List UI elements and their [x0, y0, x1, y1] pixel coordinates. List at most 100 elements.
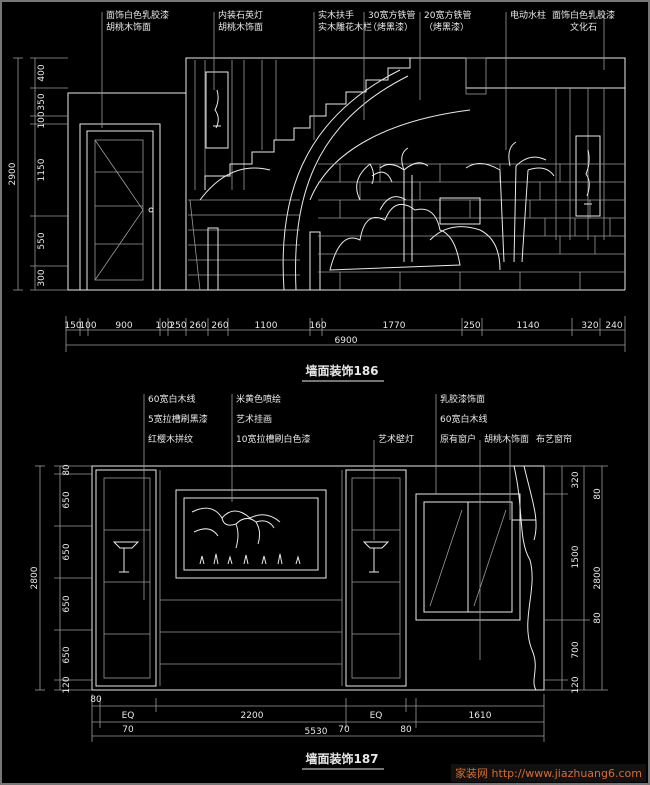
- svg-text:（烤黑漆）: （烤黑漆）: [424, 21, 469, 33]
- painting-grass: [199, 553, 301, 565]
- svg-text:100: 100: [155, 321, 172, 331]
- svg-text:1140: 1140: [517, 321, 540, 331]
- svg-text:EQ: EQ: [370, 711, 383, 721]
- svg-text:350: 350: [37, 93, 47, 110]
- left-dimensions-186: 400 350 100 1150 550 300 2900: [8, 57, 68, 291]
- svg-text:5530: 5530: [305, 727, 328, 737]
- elevation-187: 60宽白木线 5宽拉槽刷黑漆 红樱木拼纹 米黄色喷绘 艺术挂画 10宽拉槽刷白色…: [30, 393, 608, 770]
- svg-text:1770: 1770: [383, 321, 406, 331]
- svg-text:300: 300: [37, 269, 47, 286]
- svg-text:550: 550: [37, 232, 47, 249]
- svg-text:胡桃木饰面: 胡桃木饰面: [106, 21, 151, 33]
- svg-text:2800: 2800: [593, 566, 603, 589]
- title-186: 墙面装饰186: [305, 363, 378, 378]
- svg-text:EQ: EQ: [122, 711, 135, 721]
- svg-text:120: 120: [62, 676, 72, 693]
- site-watermark: 家装网 http://www.jiazhuang6.com: [451, 764, 646, 782]
- svg-text:米黄色喷绘: 米黄色喷绘: [236, 393, 281, 405]
- right-dimensions-187: 320 1500 700 120 80 80 2800: [544, 465, 608, 694]
- annotation-186-4: 20宽方铁管 （烤黑漆）: [424, 9, 471, 33]
- svg-text:面饰白色乳胶漆: 面饰白色乳胶漆: [106, 9, 169, 21]
- svg-text:实木扶手: 实木扶手: [318, 9, 354, 21]
- leader-lines-186: [101, 12, 605, 150]
- svg-text:650: 650: [62, 595, 72, 612]
- svg-text:650: 650: [62, 646, 72, 663]
- rockery-plants: [329, 141, 555, 271]
- svg-text:1100: 1100: [255, 321, 278, 331]
- svg-text:400: 400: [37, 64, 47, 81]
- svg-text:10宽拉槽刷白色漆: 10宽拉槽刷白色漆: [236, 433, 310, 445]
- annotation-186-3: 30宽方铁管 （烤黑漆）: [368, 9, 415, 33]
- door: [79, 123, 161, 291]
- svg-text:布艺窗帘: 布艺窗帘: [536, 433, 572, 445]
- svg-text:30宽方铁管: 30宽方铁管: [368, 9, 415, 21]
- bottom-dimensions-186: 150 100 900 100 250 260 260 1100 160 177…: [64, 316, 626, 352]
- svg-text:乳胶漆饰面: 乳胶漆饰面: [440, 393, 485, 405]
- svg-text:原有窗户: 原有窗户: [440, 433, 476, 445]
- svg-text:900: 900: [115, 321, 132, 331]
- svg-text:320: 320: [581, 321, 598, 331]
- svg-text:5宽拉槽刷黑漆: 5宽拉槽刷黑漆: [148, 413, 208, 425]
- svg-text:60宽白木线: 60宽白木线: [440, 413, 487, 425]
- svg-text:艺术挂画: 艺术挂画: [236, 413, 272, 425]
- svg-text:实木雕花木栏: 实木雕花木栏: [318, 21, 372, 33]
- svg-text:2800: 2800: [30, 566, 40, 589]
- elevation-186: 面饰白色乳胶漆 胡桃木饰面 内装石英灯 胡桃木饰面 实木扶手 实木雕花木栏 30…: [8, 9, 626, 382]
- svg-text:70: 70: [338, 725, 350, 735]
- svg-text:80: 80: [90, 695, 102, 705]
- svg-text:1610: 1610: [469, 711, 492, 721]
- annotation-lamp: 艺术壁灯: [378, 433, 414, 445]
- svg-text:100: 100: [37, 111, 47, 128]
- svg-text:80: 80: [593, 612, 603, 624]
- svg-text:（烤黑漆）: （烤黑漆）: [368, 21, 413, 33]
- svg-text:80: 80: [593, 488, 603, 500]
- svg-text:红樱木拼纹: 红樱木拼纹: [148, 433, 193, 445]
- svg-text:20宽方铁管: 20宽方铁管: [424, 9, 471, 21]
- wood-panel: [194, 60, 605, 240]
- annotations-187-left: 60宽白木线 5宽拉槽刷黑漆 红樱木拼纹: [148, 393, 208, 445]
- svg-text:2200: 2200: [241, 711, 264, 721]
- svg-text:6900: 6900: [335, 336, 358, 346]
- bottom-dimensions-187: 80 EQ 2200 EQ 1610 70 70 80 5530: [90, 694, 545, 742]
- annotation-186-6: 面饰白色乳胶漆 文化石: [552, 9, 615, 33]
- svg-text:260: 260: [189, 321, 206, 331]
- svg-text:320: 320: [571, 471, 581, 488]
- left-dimensions-187: 80 650 650 650 650 120 2800: [30, 464, 92, 694]
- svg-text:650: 650: [62, 543, 72, 560]
- svg-text:1500: 1500: [571, 545, 581, 568]
- svg-text:胡桃木饰面: 胡桃木饰面: [484, 433, 529, 445]
- svg-text:120: 120: [571, 676, 581, 693]
- annotation-186-5: 电动水柱: [510, 9, 546, 21]
- annotations-187-center: 米黄色喷绘 艺术挂画 10宽拉槽刷白色漆: [236, 393, 310, 445]
- svg-text:面饰白色乳胶漆: 面饰白色乳胶漆: [552, 9, 615, 21]
- svg-text:250: 250: [169, 321, 186, 331]
- curtain: [512, 465, 537, 691]
- title-187: 墙面装饰187: [305, 751, 378, 766]
- svg-text:60宽白木线: 60宽白木线: [148, 393, 195, 405]
- svg-text:胡桃木饰面: 胡桃木饰面: [218, 21, 263, 33]
- svg-text:80: 80: [62, 464, 72, 476]
- annotations-187-right: 乳胶漆饰面 60宽白木线 原有窗户 胡桃木饰面 布艺窗帘: [440, 393, 572, 445]
- svg-text:70: 70: [122, 725, 134, 735]
- svg-text:700: 700: [571, 641, 581, 658]
- svg-text:内装石英灯: 内装石英灯: [218, 9, 263, 21]
- annotation-186-1: 内装石英灯 胡桃木饰面: [218, 9, 263, 33]
- annotation-186-2: 实木扶手 实木雕花木栏: [318, 9, 372, 33]
- svg-text:1150: 1150: [37, 158, 47, 181]
- annotation-186-0: 面饰白色乳胶漆 胡桃木饰面: [106, 9, 169, 33]
- svg-text:240: 240: [605, 321, 622, 331]
- staircase: [188, 57, 471, 291]
- svg-text:650: 650: [62, 491, 72, 508]
- svg-text:160: 160: [309, 321, 326, 331]
- svg-text:电动水柱: 电动水柱: [510, 9, 546, 21]
- window: [415, 493, 521, 621]
- svg-text:260: 260: [211, 321, 228, 331]
- svg-text:80: 80: [400, 725, 412, 735]
- svg-text:250: 250: [463, 321, 480, 331]
- svg-text:150: 150: [64, 321, 81, 331]
- svg-text:文化石: 文化石: [570, 21, 597, 33]
- stone-wall: [318, 163, 625, 290]
- svg-text:2900: 2900: [8, 162, 18, 185]
